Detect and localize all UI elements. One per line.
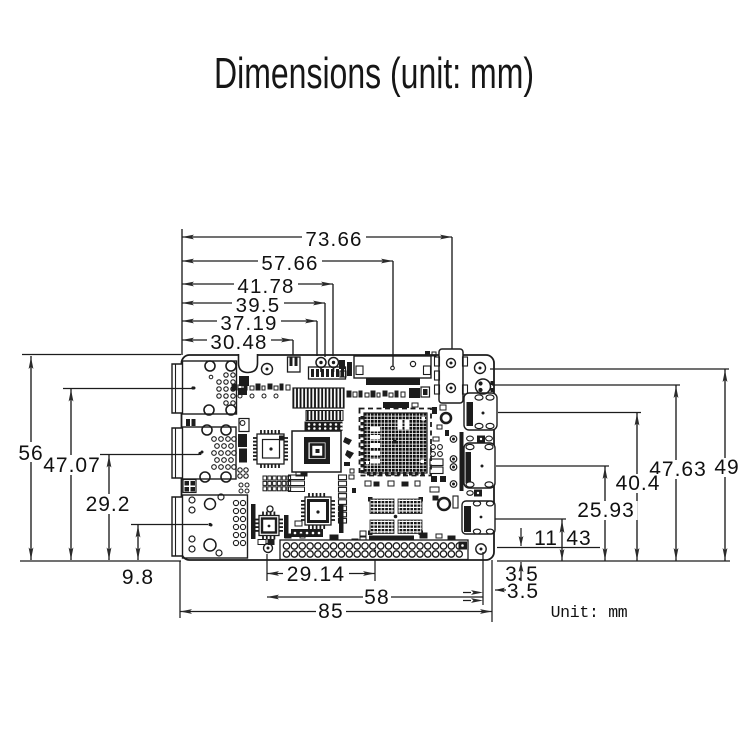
svg-text:85: 85 bbox=[318, 600, 344, 623]
svg-text:43: 43 bbox=[566, 527, 591, 550]
svg-text:3: 3 bbox=[505, 563, 517, 586]
svg-text:58: 58 bbox=[364, 586, 390, 609]
svg-text:Unit: mm: Unit: mm bbox=[551, 603, 628, 622]
svg-text:29.14: 29.14 bbox=[287, 563, 346, 586]
svg-text:37.19: 37.19 bbox=[220, 312, 277, 335]
svg-text:47.07: 47.07 bbox=[43, 454, 101, 477]
svg-text:25.93: 25.93 bbox=[577, 499, 635, 522]
svg-text:9.8: 9.8 bbox=[122, 566, 154, 589]
svg-text:Dimensions (unit: mm): Dimensions (unit: mm) bbox=[214, 49, 534, 98]
svg-text:11: 11 bbox=[534, 527, 558, 550]
svg-text:30.48: 30.48 bbox=[210, 331, 267, 354]
svg-text:3.5: 3.5 bbox=[507, 580, 539, 603]
svg-text:40.4: 40.4 bbox=[616, 472, 661, 495]
svg-text:57.66: 57.66 bbox=[261, 252, 318, 275]
svg-text:56: 56 bbox=[18, 442, 43, 465]
svg-text:73.66: 73.66 bbox=[305, 228, 362, 251]
svg-text:41.78: 41.78 bbox=[237, 275, 294, 298]
svg-text:49: 49 bbox=[714, 456, 739, 479]
svg-text:39.5: 39.5 bbox=[236, 294, 281, 317]
svg-text:29.2: 29.2 bbox=[86, 493, 131, 516]
svg-text:5: 5 bbox=[526, 563, 538, 586]
